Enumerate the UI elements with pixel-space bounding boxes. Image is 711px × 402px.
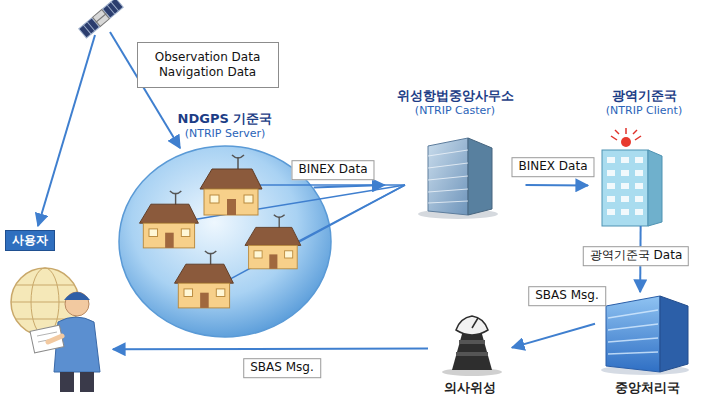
node-title: 광역기준국 xyxy=(612,88,677,104)
node-subtitle: Navigation Data xyxy=(159,65,256,80)
edge-label: BINEX Data xyxy=(511,157,594,177)
user-illustration xyxy=(11,268,100,392)
office-building-icon xyxy=(418,138,498,219)
edge-label: SBAS Msg. xyxy=(243,358,321,378)
house-icon xyxy=(245,215,301,269)
station-building-icon xyxy=(602,128,662,226)
station-node: 위성항법중앙사무소(NTRIP Caster) xyxy=(385,86,526,218)
flow-arrow xyxy=(512,324,595,348)
station-node: 사용자 xyxy=(5,230,113,398)
node-title: NDGPS 기준국 xyxy=(178,111,273,127)
node-title: 의사위성 xyxy=(444,380,496,396)
flow-arrow xyxy=(113,347,428,350)
station-node: 광역기준국(NTRIP Client) xyxy=(588,86,700,226)
station-node: 중앙처리국 xyxy=(595,292,700,398)
processing-building-icon xyxy=(601,296,689,375)
node-title: 중앙처리국 xyxy=(615,380,680,396)
edge-label: BINEX Data xyxy=(291,160,374,180)
station-node: 의사위성 xyxy=(428,318,512,398)
node-subtitle: (NTRIP Caster) xyxy=(415,104,495,118)
node-subtitle: (NTRIP Client) xyxy=(606,104,682,118)
node-title: 사용자 xyxy=(5,230,55,251)
data-box: Observation DataNavigation Data xyxy=(137,42,279,88)
node-subtitle: (NTRIP Server) xyxy=(185,127,266,141)
edge-label: 광역기준국 Data xyxy=(583,246,689,266)
node-title: Observation Data xyxy=(155,50,261,65)
pseudolite-tower-icon xyxy=(442,316,502,376)
satellite-icon xyxy=(79,0,123,38)
house-icon xyxy=(200,155,262,215)
signal-arrow xyxy=(38,35,95,226)
house-icon xyxy=(140,191,199,248)
flow-arrow xyxy=(526,184,589,186)
node-title: 위성항법중앙사무소 xyxy=(397,88,514,104)
data-line xyxy=(258,184,405,186)
edge-label: SBAS Msg. xyxy=(528,286,606,306)
node-heading: NDGPS 기준국(NTRIP Server) xyxy=(118,111,332,141)
house-icon xyxy=(175,251,234,308)
